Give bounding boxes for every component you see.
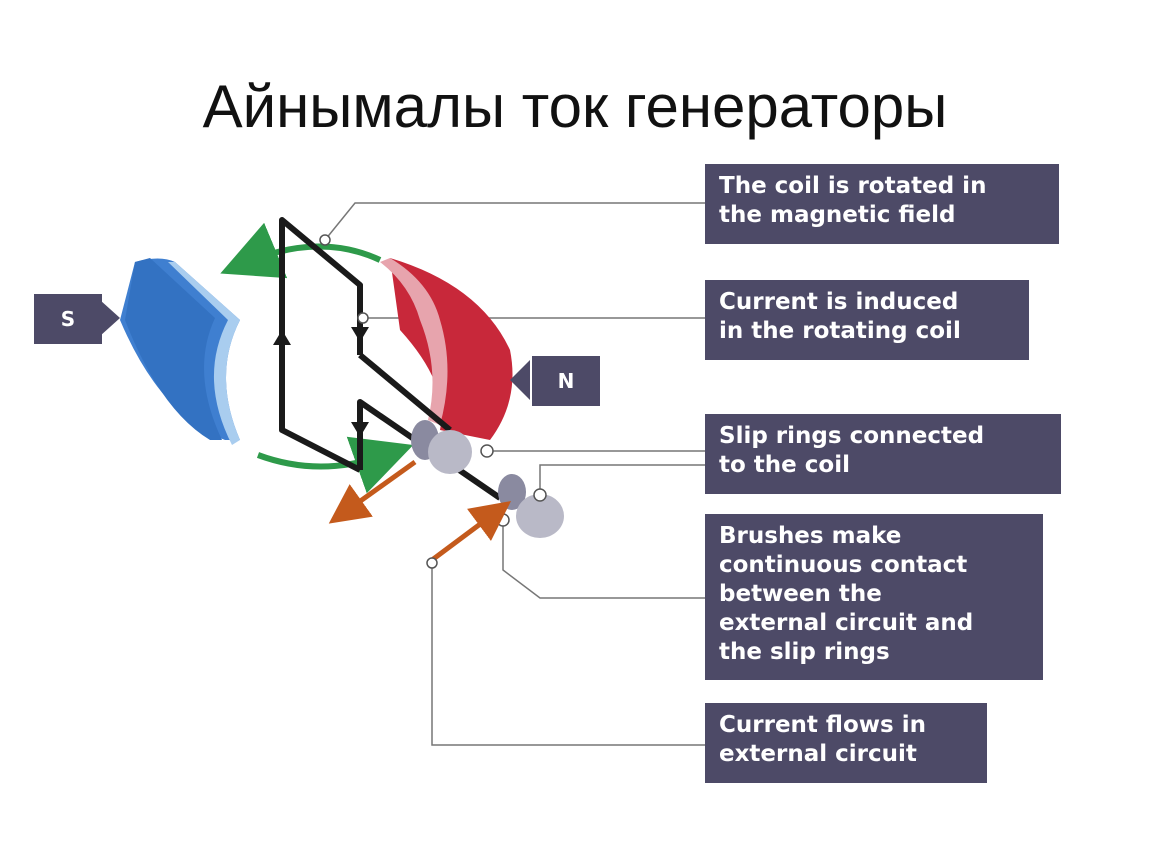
current-arrow-in: [430, 501, 512, 563]
coil-current-arrows: [273, 327, 369, 437]
slip-rings: [411, 420, 564, 538]
slide-title: Айнымалы ток генераторы: [202, 73, 948, 140]
coil-arrow-down-1: [351, 327, 369, 342]
annotation-coil-rotated: The coil is rotated in the magnetic fiel…: [705, 164, 1059, 244]
south-pointer: [100, 300, 120, 336]
leader-lines: [324, 202, 705, 746]
annotation-current-flows: Current flows in external circuit: [705, 703, 987, 783]
north-pointer: [510, 360, 530, 400]
leader-slip-rings-2: [539, 464, 705, 495]
north-magnet: [380, 258, 513, 440]
north-pole-label: N: [532, 356, 600, 406]
current-arrow-out: [328, 459, 417, 524]
annotation-brushes: Brushes make continuous contact between …: [705, 514, 1043, 680]
south-magnet: [120, 258, 240, 445]
leader-coil-rotated: [324, 202, 705, 241]
coil-arrow-up: [273, 330, 291, 345]
south-pole-label: S: [34, 294, 102, 344]
leader-brushes: [502, 520, 705, 599]
leader-endpoints: [319, 234, 438, 569]
annotation-slip-rings: Slip rings connected to the coil: [705, 414, 1061, 494]
coil-arrow-down-2: [351, 422, 369, 437]
rotation-arrow-bottom: [256, 436, 414, 494]
annotation-current-induced: Current is induced in the rotating coil: [705, 280, 1029, 360]
leader-current-flows: [431, 563, 705, 746]
